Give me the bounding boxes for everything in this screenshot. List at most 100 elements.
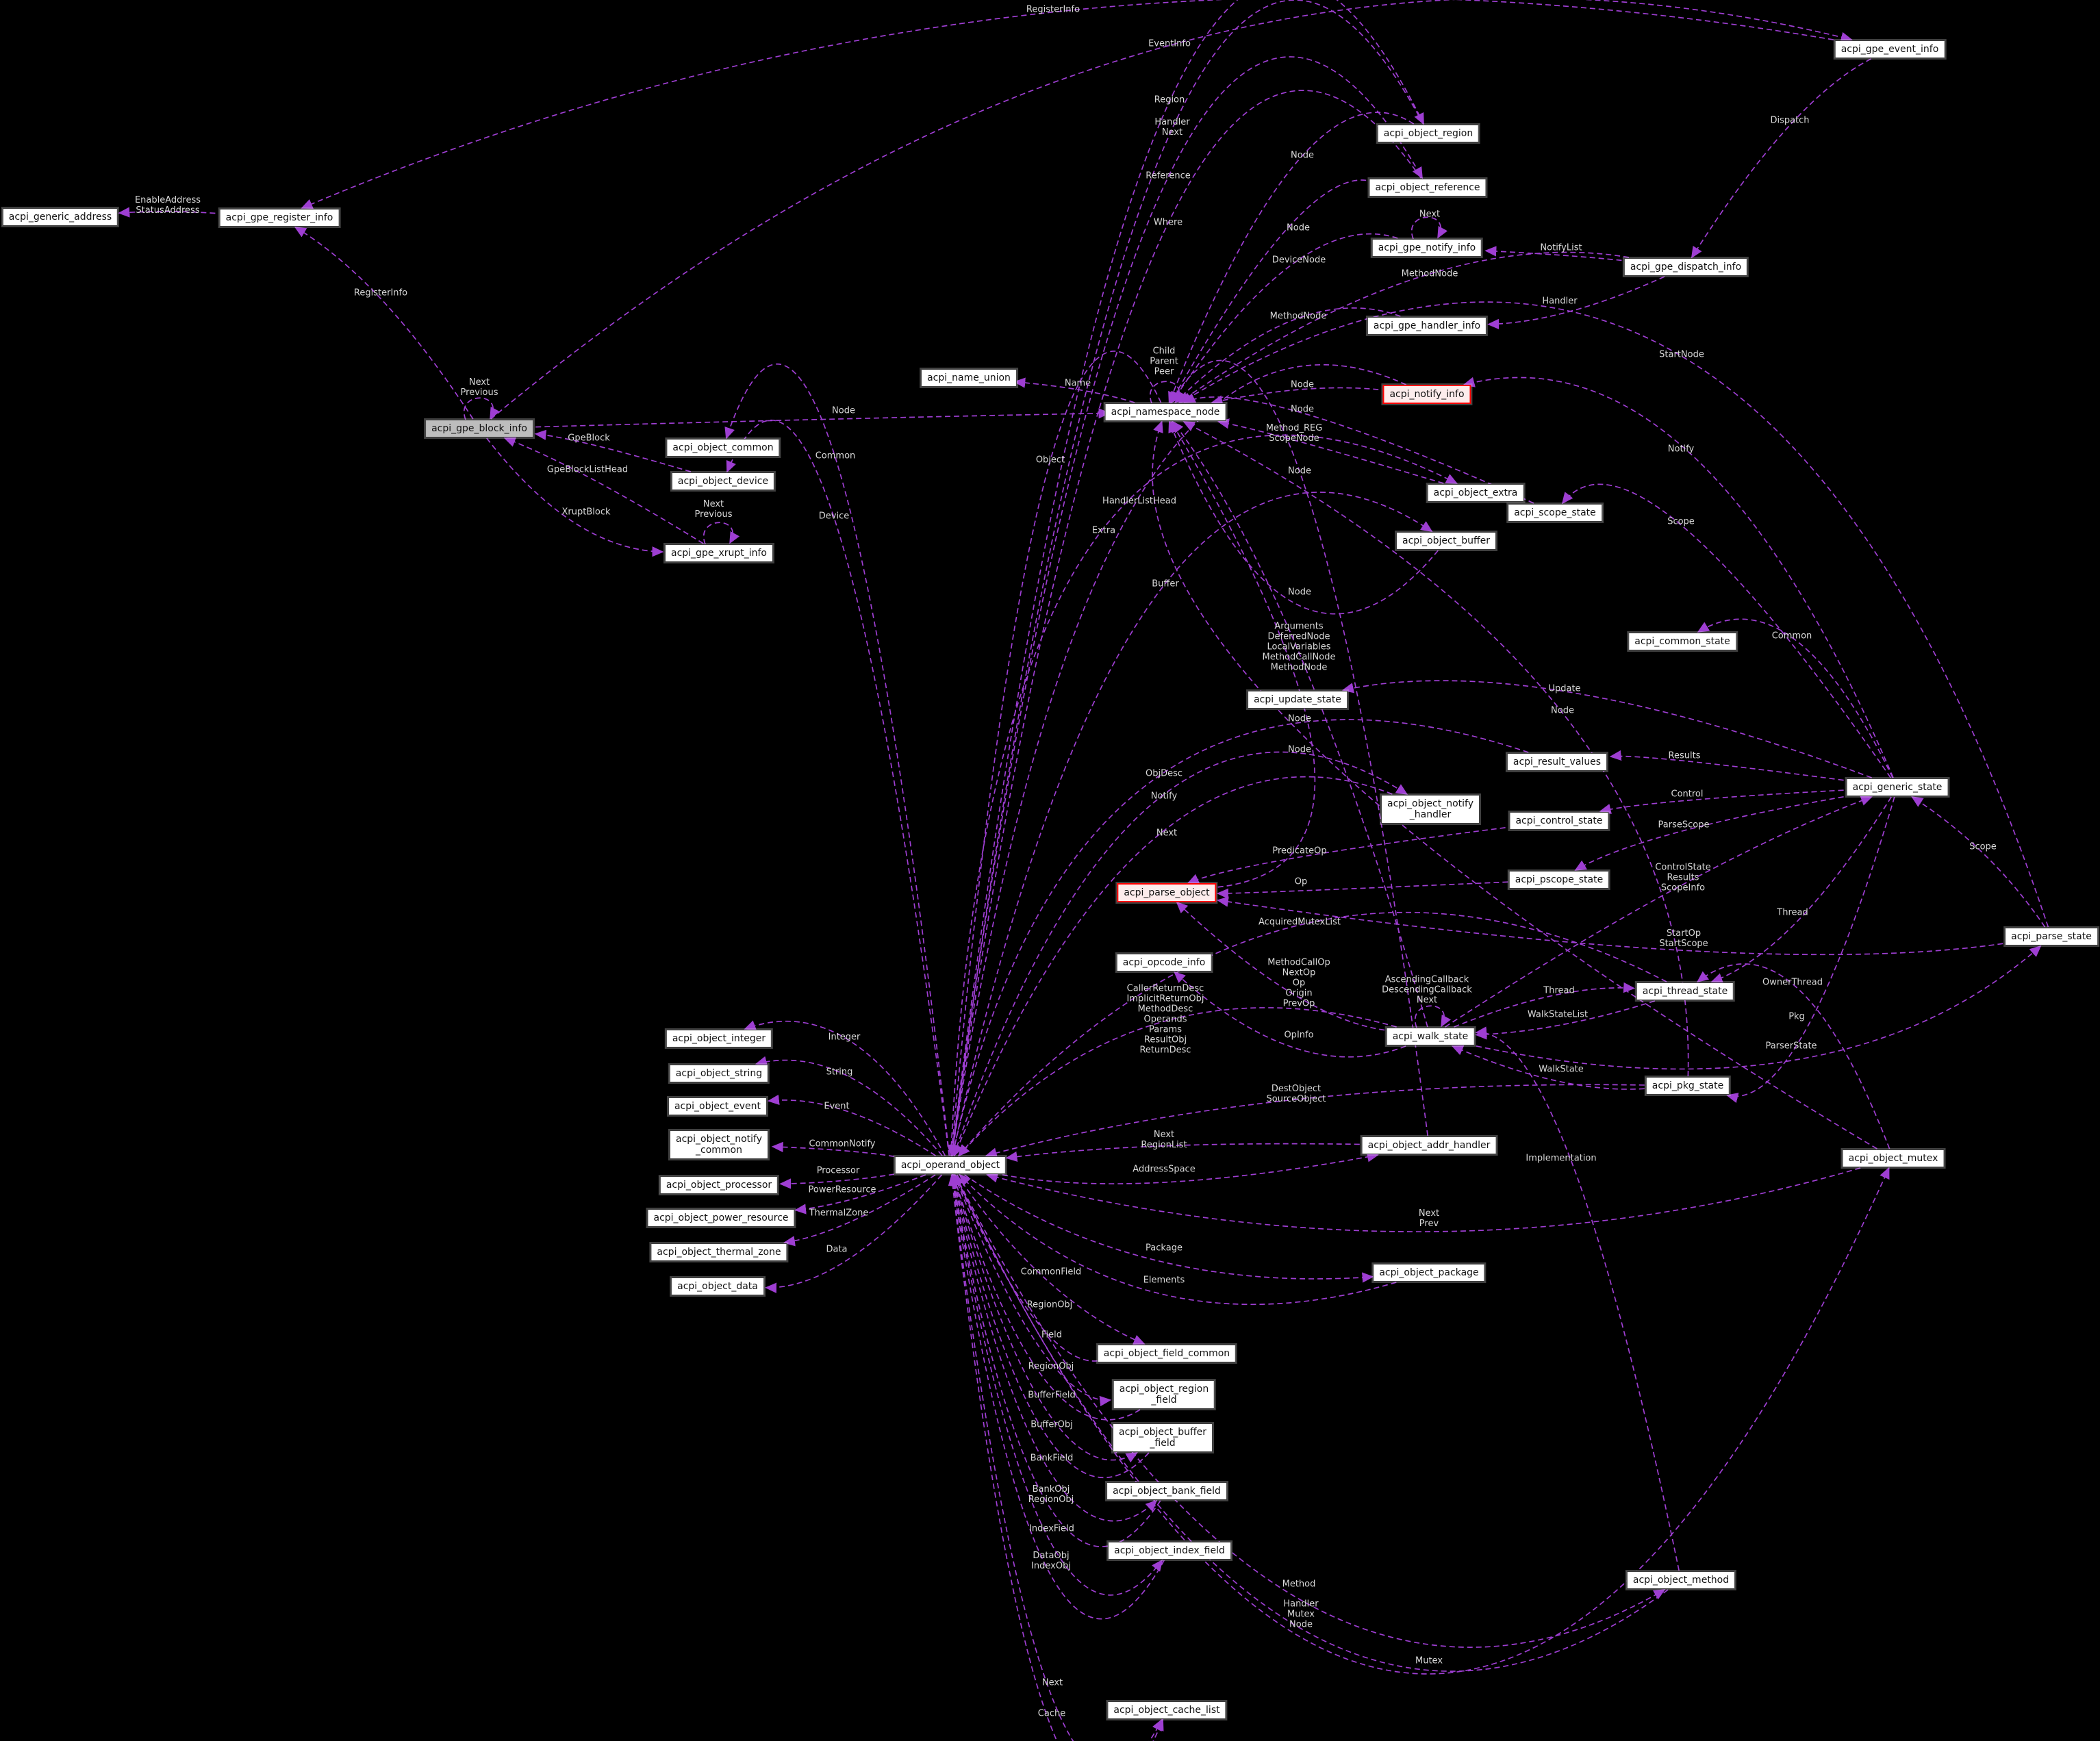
edge-oo-orf [951,56,1423,1156]
edge-pst-nn [1180,301,2049,928]
node-acpi-object-reference[interactable]: acpi_object_reference [1369,179,1487,196]
node-acpi-object-region-field[interactable]: acpi_object_region _field [1113,1380,1215,1409]
node-acpi-object-extra[interactable]: acpi_object_extra [1427,484,1524,502]
edge-obf-oo [950,1173,1150,1479]
node-acpi-parse-state[interactable]: acpi_parse_state [2005,928,2098,945]
edge-gs-cs [1697,618,1893,778]
node-acpi-object-processor[interactable]: acpi_object_processor [659,1176,779,1194]
node-acpi-object-power-resource[interactable]: acpi_object_power_resource [647,1209,795,1227]
edge-orf-nn [1170,179,1367,404]
node-acpi-object-mutex[interactable]: acpi_object_mutex [1842,1149,1945,1167]
edge-org-nn [1168,112,1415,404]
edge-gxi-gbi [503,437,704,544]
edge-onh-oo [953,776,1393,1157]
node-acpi-result-values[interactable]: acpi_result_values [1506,753,1608,771]
edge-ni-nn [1211,387,1379,406]
edge-oo-onh [953,751,1408,1156]
node-acpi-gpe-notify-info[interactable]: acpi_gpe_notify_info [1371,239,1482,257]
node-acpi-object-buffer[interactable]: acpi_object_buffer [1396,532,1496,550]
edge-oo-obf [952,1174,1138,1463]
edge-gdi-gni [1484,246,1622,262]
node-acpi-gpe-event-info[interactable]: acpi_gpe_event_info [1834,40,1945,58]
edge-nn-nu [1013,377,1135,403]
edge-gs-ts [1710,796,1892,984]
node-acpi-object-thermal-zone[interactable]: acpi_object_thermal_zone [650,1243,787,1261]
node-acpi-common-state[interactable]: acpi_common_state [1628,633,1736,650]
node-acpi-operand-object[interactable]: acpi_operand_object [894,1156,1007,1174]
node-acpi-opcode-info[interactable]: acpi_opcode_info [1116,954,1212,971]
edge-gxi-gxi [703,522,740,545]
node-acpi-object-notify-common[interactable]: acpi_object_notify _common [670,1130,768,1159]
node-acpi-generic-state[interactable]: acpi_generic_state [1846,778,1949,796]
node-acpi-walk-state[interactable]: acpi_walk_state [1386,1028,1475,1045]
edge-oo-oif [951,1174,1163,1596]
node-acpi-generic-address[interactable]: acpi_generic_address [2,208,118,226]
edge-oo-ome [954,1174,1666,1648]
node-acpi-object-index-field[interactable]: acpi_object_index_field [1108,1542,1231,1560]
edge-oo-ostr [755,1056,943,1156]
node-acpi-pscope-state[interactable]: acpi_pscope_state [1508,871,1610,889]
edge-gbi-gxi [486,437,664,557]
node-acpi-namespace-node[interactable]: acpi_namespace_node [1104,403,1226,421]
edge-om-nn [1152,420,1877,1149]
node-acpi-control-state[interactable]: acpi_control_state [1509,812,1609,830]
node-acpi-parse-object[interactable]: acpi_parse_object [1117,883,1217,902]
edge-gni-nn [1171,233,1398,404]
node-acpi-pkg-state[interactable]: acpi_pkg_state [1645,1077,1730,1095]
node-acpi-thread-state[interactable]: acpi_thread_state [1636,982,1734,1000]
node-acpi-gpe-handler-info[interactable]: acpi_gpe_handler_info [1367,317,1487,335]
edge-oo-oev [767,1094,936,1156]
node-acpi-object-notify-handler[interactable]: acpi_object_notify _handler [1381,795,1480,824]
node-acpi-notify-info[interactable]: acpi_notify_info [1382,385,1471,404]
edge-ws-gs [1445,796,1873,1028]
edge-oo-onc [771,1141,894,1157]
node-acpi-object-package[interactable]: acpi_object_package [1373,1264,1485,1282]
edge-ws-po [1176,901,1385,1031]
node-acpi-object-method[interactable]: acpi_object_method [1626,1571,1736,1589]
node-acpi-gpe-block-info[interactable]: acpi_gpe_block_info [425,420,533,437]
edge-oo-ocl [950,1174,1164,1741]
node-acpi-gpe-dispatch-info[interactable]: acpi_gpe_dispatch_info [1623,258,1748,276]
edge-ah-nn [1170,359,1429,1136]
node-acpi-object-string[interactable]: acpi_object_string [669,1065,769,1082]
node-acpi-object-addr-handler[interactable]: acpi_object_addr_handler [1361,1136,1497,1154]
edge-od-gbi [534,429,692,472]
edge-gs-rv [1609,750,1844,781]
node-acpi-scope-state[interactable]: acpi_scope_state [1508,504,1602,522]
node-acpi-object-buffer-field[interactable]: acpi_object_buffer _field [1113,1423,1213,1452]
edge-gdi-nn [1178,251,1630,403]
edge-oe-nn [1217,418,1444,484]
edge-om-oo [986,1167,1861,1232]
edge-gri-ga [118,207,216,218]
node-acpi-object-data[interactable]: acpi_object_data [671,1278,764,1295]
edge-oo-opr [779,1173,894,1189]
node-acpi-object-device[interactable]: acpi_object_device [671,472,775,490]
node-acpi-object-cache-list[interactable]: acpi_object_cache_list [1107,1701,1226,1719]
edge-gs-us [1341,680,1872,778]
edge-ts-ws [1475,1000,1656,1040]
node-acpi-object-integer[interactable]: acpi_object_integer [666,1030,772,1047]
edge-gei-gdi [1691,58,1871,259]
edge-gbi-gbi [463,397,501,420]
node-acpi-object-field-common[interactable]: acpi_object_field_common [1097,1345,1237,1362]
edge-oo-ocl [950,1174,1163,1741]
edge-ob-nn [1168,420,1439,615]
edge-ni-oo [948,364,1407,1157]
node-acpi-update-state[interactable]: acpi_update_state [1248,691,1348,709]
node-acpi-object-common[interactable]: acpi_object_common [666,439,780,457]
edge-pk-oo [985,1084,1645,1158]
edge-oif-oo [948,1173,1165,1620]
edge-ghi-nn [1174,307,1401,404]
node-acpi-object-region[interactable]: acpi_object_region [1377,125,1480,142]
node-acpi-gpe-xrupt-info[interactable]: acpi_gpe_xrupt_info [665,544,773,562]
edge-ws-pst [1476,945,2042,1070]
node-acpi-name-union[interactable]: acpi_name_union [921,369,1017,387]
node-acpi-gpe-register-info[interactable]: acpi_gpe_register_info [219,209,340,227]
edge-ws-oi [1174,971,1406,1058]
node-acpi-object-event[interactable]: acpi_object_event [668,1097,768,1115]
edge-oo-ofc [956,1174,1146,1345]
edge-oo-od [726,420,950,1156]
edge-oo-org [950,0,1424,1156]
node-acpi-object-bank-field[interactable]: acpi_object_bank_field [1106,1482,1227,1500]
